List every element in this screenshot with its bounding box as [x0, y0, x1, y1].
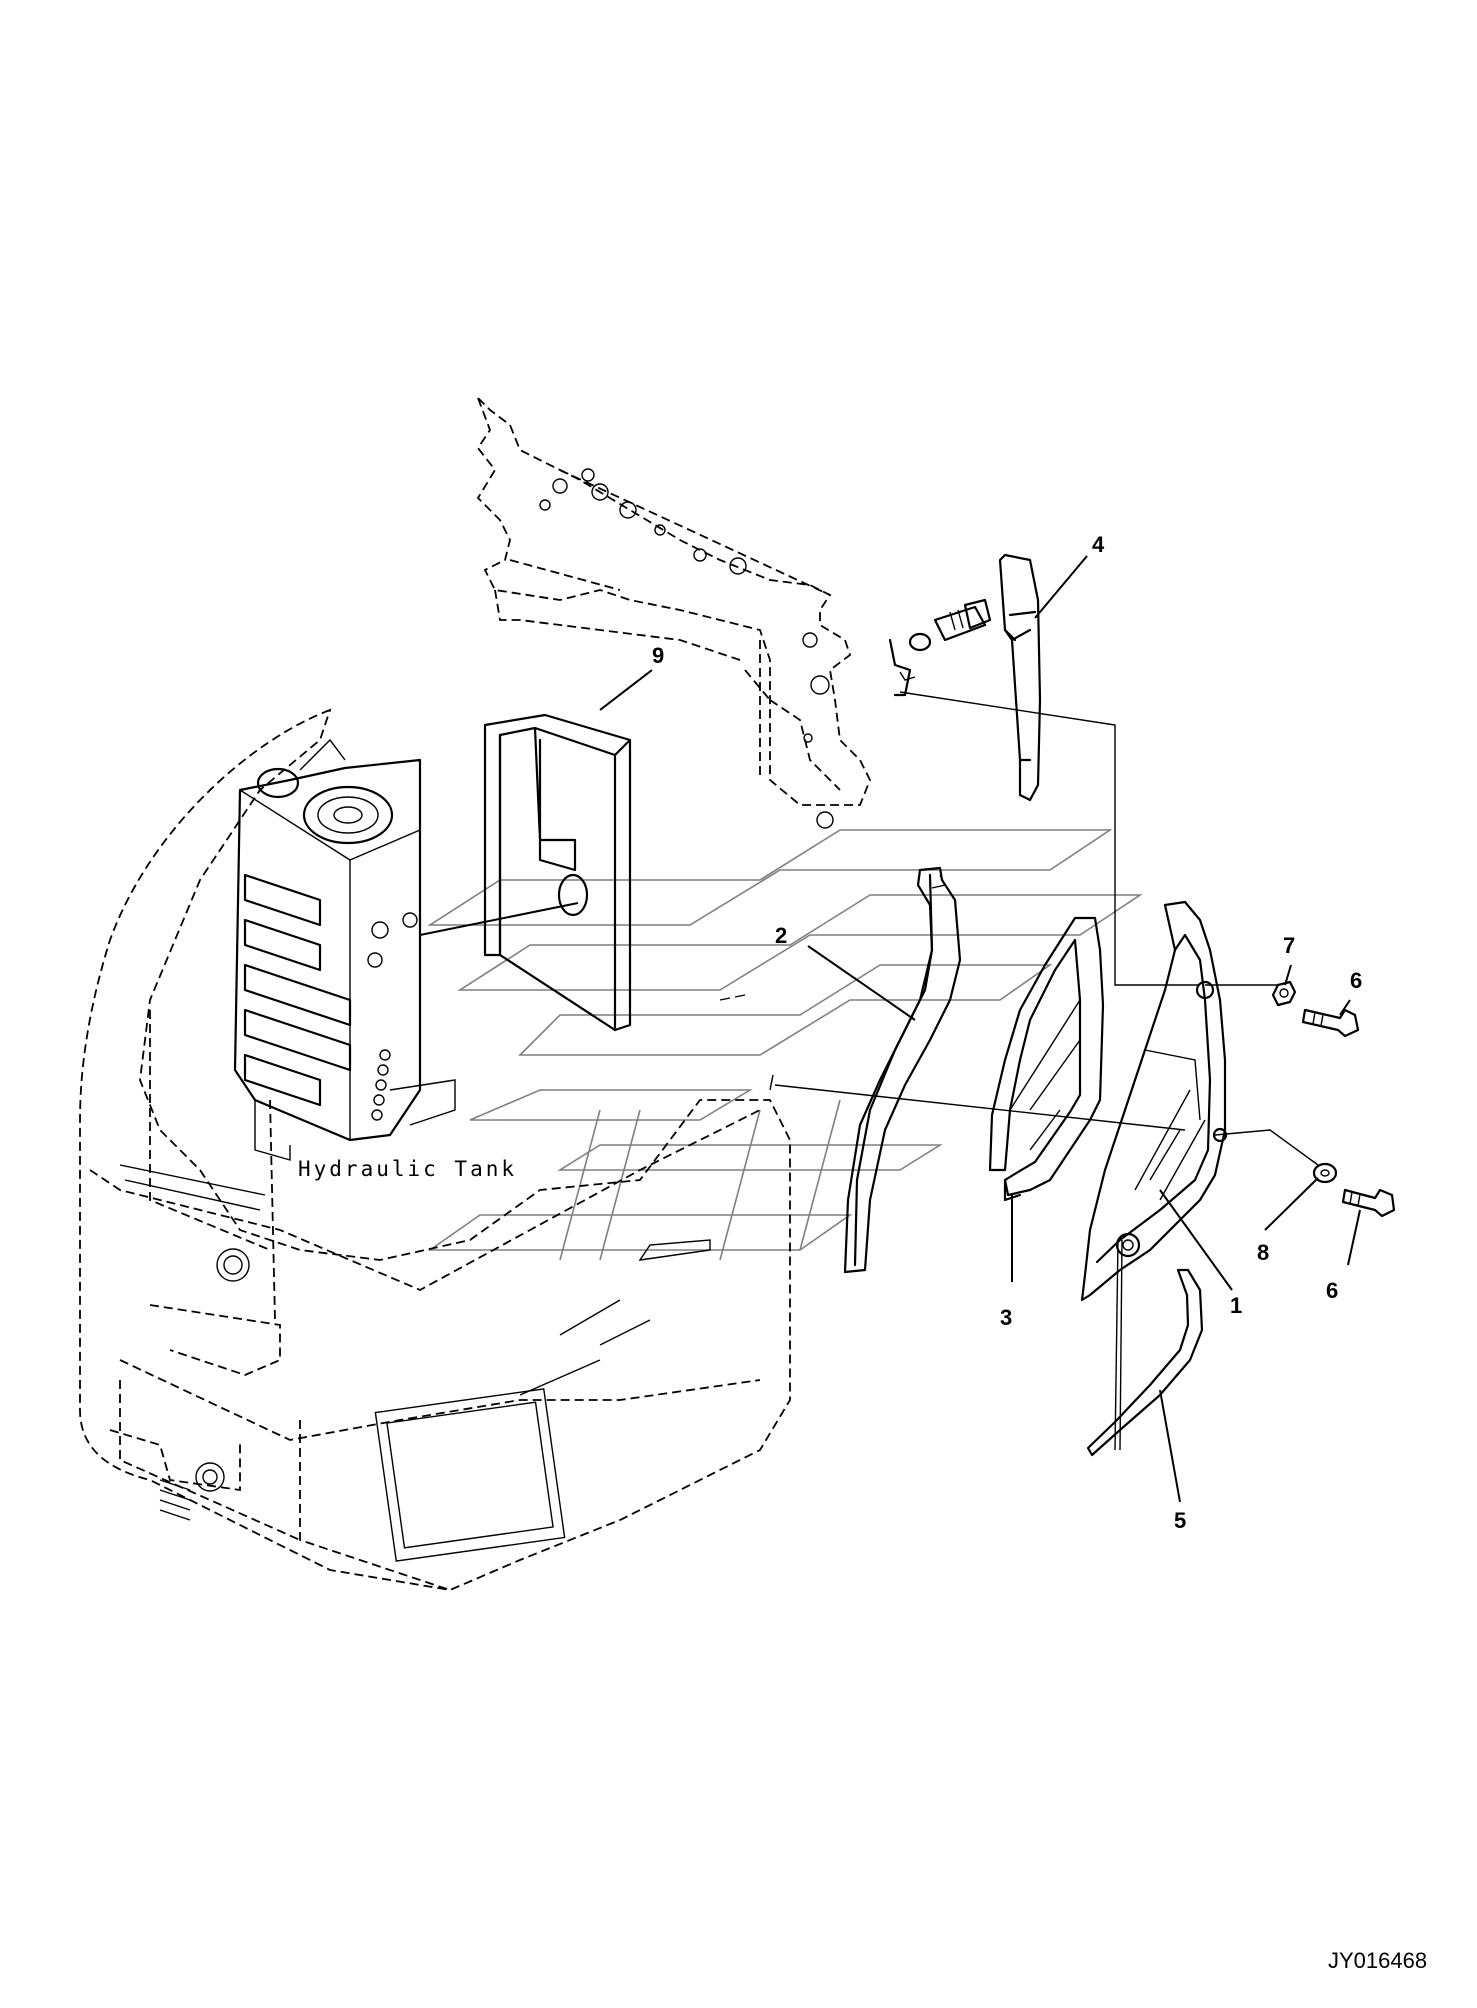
- callout-8: 8: [1257, 1240, 1269, 1265]
- upper-frame-phantom: [476, 397, 871, 806]
- part-1-side-cover: [1080, 900, 1228, 1302]
- part-9-tank-guard: [483, 713, 632, 1032]
- watermark-logo: [427, 829, 1143, 1261]
- part-3-inner-panel: [988, 916, 1105, 1202]
- callout-7: 7: [1283, 933, 1295, 958]
- document-id: JY016468: [1328, 1948, 1427, 1973]
- callout-leaders: [419, 555, 1361, 1503]
- callout-2: 2: [775, 923, 787, 948]
- callout-9: 9: [652, 643, 664, 668]
- callout-1: 1: [1230, 1293, 1242, 1318]
- callout-4: 4: [1092, 532, 1105, 557]
- upper-frame-holes: [539, 468, 834, 829]
- counterweight-details: [119, 1164, 711, 1562]
- upper-fasteners: [888, 598, 992, 697]
- hydraulic-tank-label: Hydraulic Tank: [298, 1157, 517, 1181]
- part-4-upper-bracket: [998, 553, 1042, 802]
- part-5-lower-trim-strip: [1086, 1268, 1204, 1457]
- right-fasteners: [1271, 980, 1396, 1218]
- counterweight-phantom: [79, 708, 791, 1591]
- hydraulic-tank-drawing: [233, 738, 456, 1161]
- callout-6b: 6: [1326, 1278, 1338, 1303]
- callout-6a: 6: [1350, 968, 1362, 993]
- assembly-lines: [719, 691, 1319, 1451]
- callout-5: 5: [1174, 1508, 1186, 1533]
- callout-labels: 1 2 3 4 5 6 6 7 8 9: [652, 532, 1362, 1533]
- part-2-edge-trim: [843, 866, 962, 1274]
- callout-3: 3: [1000, 1305, 1012, 1330]
